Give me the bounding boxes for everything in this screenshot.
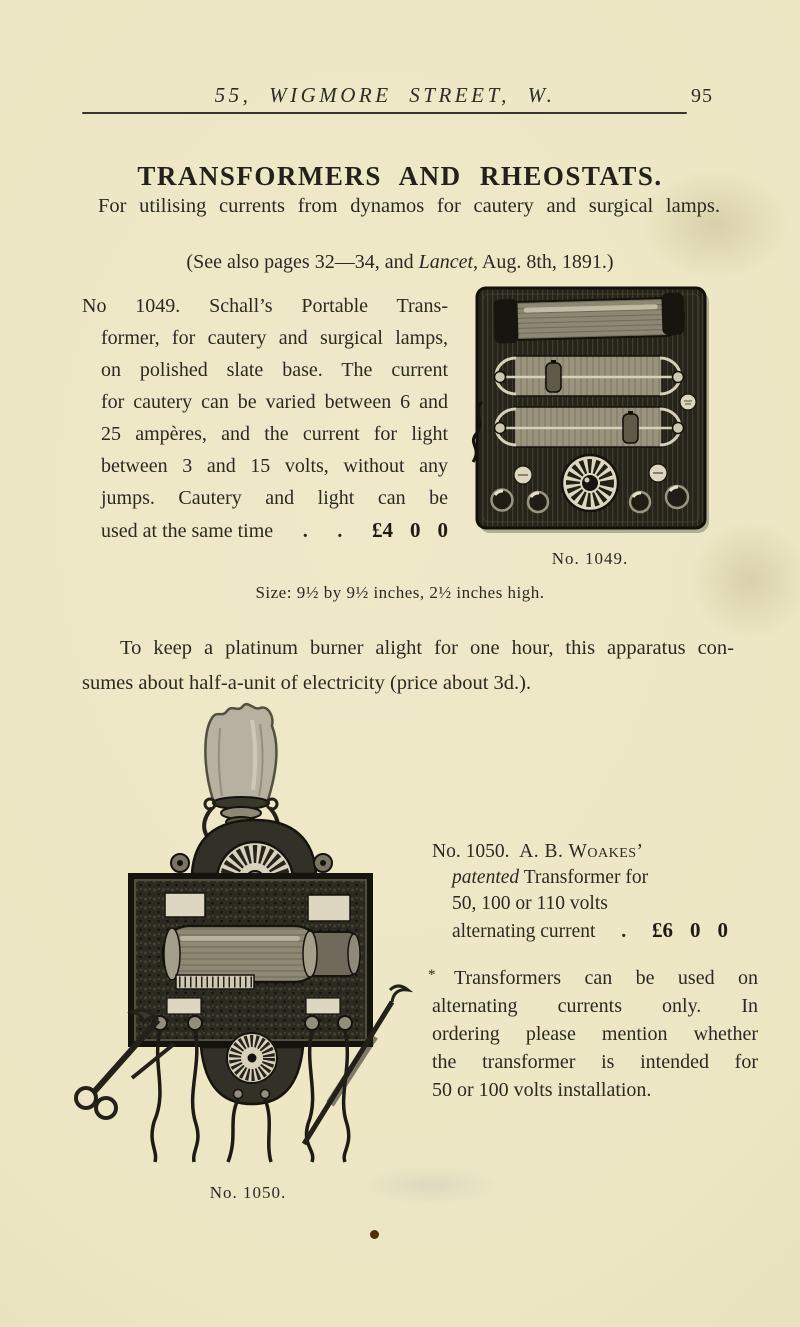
item-1050-note: * Transformers can be used on alternating…	[428, 964, 758, 1104]
figure-caption-1050: No. 1050.	[209, 1183, 287, 1202]
price-pence: 0	[437, 518, 449, 542]
item-1050-price-label: alternating current	[452, 921, 596, 942]
item-1050-note-line: the transformer is intended for	[432, 1051, 758, 1073]
engraving-no-1049-svg	[471, 286, 709, 533]
footnote-mark: *	[428, 967, 436, 983]
header-rule	[82, 112, 687, 114]
patented-word: patented	[452, 867, 520, 888]
engraving-no-1049	[470, 284, 710, 534]
intro-paragraph: For utilising currents from dynamos for …	[98, 195, 720, 217]
see-also-line: (See also pages 32—34, and Lancet, Aug. …	[0, 251, 800, 274]
figure-caption-1049: No. 1049.	[551, 549, 629, 568]
item-1050-note-line: ordering please mention whether	[432, 1023, 758, 1045]
consumption-note: To keep a platinum burner alight for one…	[82, 631, 734, 701]
page-number: 95	[691, 85, 713, 107]
paper-stain	[690, 520, 800, 640]
price-shillings: 0	[689, 918, 701, 942]
price-pounds: £4	[372, 518, 393, 542]
item-1049-line: between 3 and 15 volts, without any	[101, 455, 448, 477]
item-1050-line: 50, 100 or 110 volts	[452, 893, 608, 914]
item-1050-note-line: alternating currents only. In	[432, 995, 758, 1017]
item-1050-line-rest: Transformer for	[519, 867, 649, 888]
item-1049-line: former, for cautery and surgical lamps,	[101, 327, 448, 349]
item-1049-description: No 1049. Schall’s Portable Trans- former…	[82, 290, 448, 546]
engraving-no-1050	[62, 698, 418, 1166]
consumption-note-line: sumes about half-a-unit of electricity (…	[82, 672, 532, 694]
ink-spot	[370, 1230, 379, 1239]
leader-dot: .	[337, 520, 343, 542]
journal-name: Lancet	[418, 251, 474, 273]
leader-dot: .	[621, 920, 627, 942]
item-1050-note-line: 50 or 100 volts installation.	[432, 1079, 652, 1101]
item-1050-heading: No. 1050. A. B. Woakes’	[432, 839, 758, 865]
item-1049-line: No 1049. Schall’s Portable Trans-	[82, 295, 448, 317]
item-1050-note-text: Transformers can be used on	[454, 967, 758, 989]
item-1049-line: 25 ampères, and the current for light	[101, 423, 448, 445]
see-also-after: , Aug. 8th, 1891.)	[473, 251, 614, 273]
price-pence: 0	[717, 918, 728, 942]
item-1050-number: No. 1050.	[432, 841, 510, 862]
consumption-note-line: To keep a platinum burner alight for one…	[120, 637, 734, 659]
price-pounds: £6	[651, 918, 673, 942]
item-1050-note-line: * Transformers can be used on	[428, 964, 758, 992]
size-note: Size: 9½ by 9½ inches, 2½ inches high.	[255, 583, 545, 602]
item-1050-maker: A. B. Woakes’	[519, 841, 644, 862]
item-1049-line: jumps. Cautery and light can be	[101, 487, 448, 509]
running-header-address: 55, WIGMORE STREET, W.	[214, 83, 556, 107]
see-also-before: (See also pages 32—34, and	[186, 251, 419, 273]
item-1050-line: patented Transformer for	[432, 865, 758, 891]
engraving-no-1050-svg	[74, 702, 414, 1163]
leader-dot: .	[302, 520, 308, 542]
item-1049-line: for cautery can be varied between 6 and	[101, 391, 448, 413]
item-1049-price-label: used at the same time	[101, 520, 274, 542]
price-shillings: 0	[410, 518, 421, 542]
section-title: TRANSFORMERS AND RHEOSTATS.	[137, 161, 663, 191]
item-1049-line: on polished slate base. The current	[101, 359, 448, 381]
item-1050-description: No. 1050. A. B. Woakes’ patented Transfo…	[428, 839, 758, 1104]
